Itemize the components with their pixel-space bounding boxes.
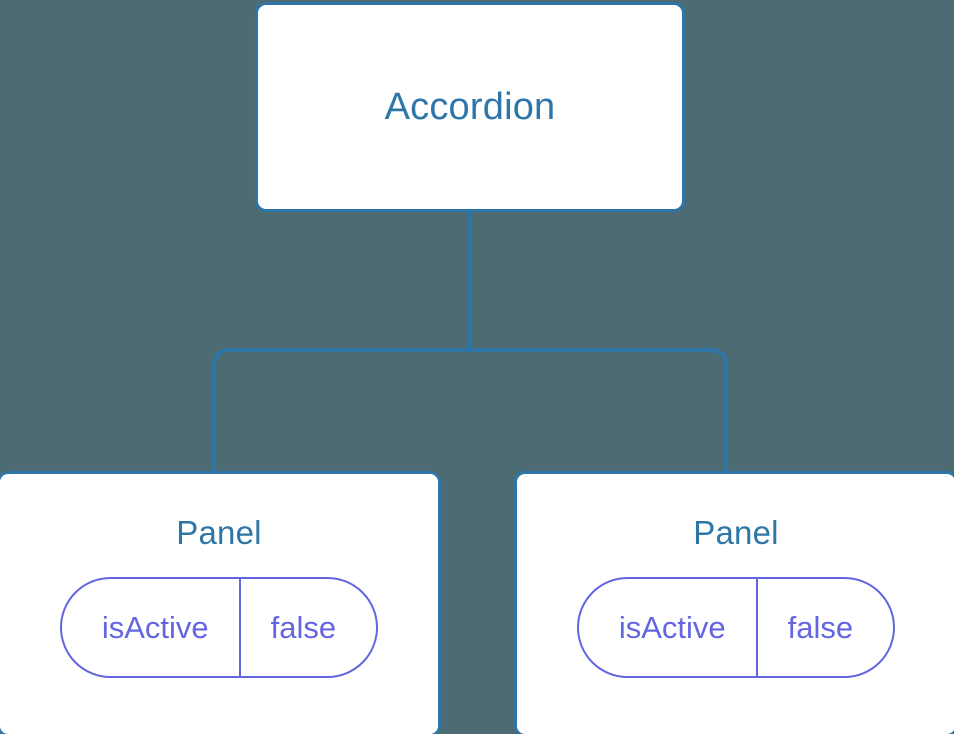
prop-badge-isactive-right[interactable]: isActive false bbox=[576, 577, 896, 678]
node-title-accordion: Accordion bbox=[384, 86, 556, 128]
node-title-panel-right: Panel bbox=[693, 514, 779, 551]
connector-to-panel-right bbox=[470, 348, 728, 471]
tree-node-panel-left[interactable]: Panel isActive false bbox=[0, 471, 441, 734]
connector-to-panel-left bbox=[212, 348, 470, 471]
prop-key-label: isActive bbox=[101, 610, 209, 645]
tree-node-accordion[interactable]: Accordion bbox=[255, 2, 685, 212]
prop-key-label: isActive bbox=[618, 610, 726, 645]
prop-value-label: false bbox=[755, 579, 893, 676]
tree-node-panel-right[interactable]: Panel isActive false bbox=[514, 471, 954, 734]
prop-badge-isactive-left[interactable]: isActive false bbox=[59, 577, 379, 678]
prop-value-label: false bbox=[238, 579, 376, 676]
node-title-panel-left: Panel bbox=[176, 514, 262, 551]
